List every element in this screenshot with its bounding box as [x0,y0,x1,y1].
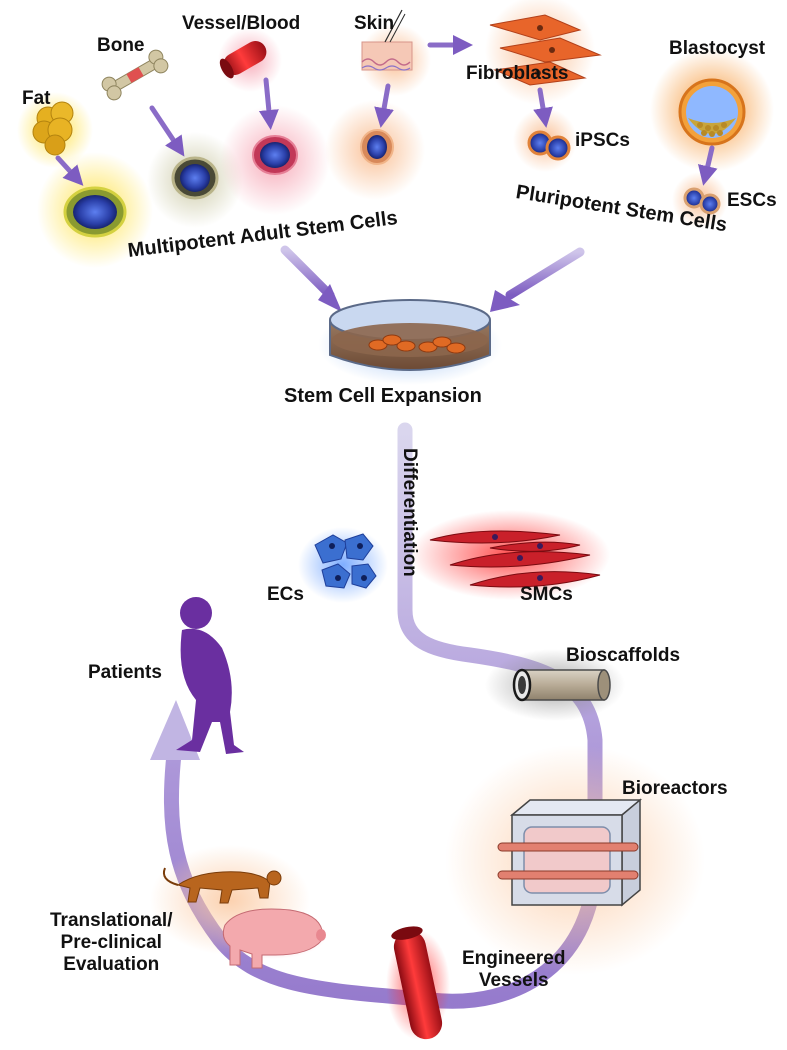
ipsc-cells [527,130,571,161]
adult-stem-cells [63,129,394,238]
skin-tissue [361,9,413,71]
monkey-silhouette [162,867,282,904]
label-vessel-blood: Vessel/Blood [182,13,301,34]
label-fat: Fat [22,88,51,109]
preclinical-animals [150,845,327,969]
label-bone: Bone [97,35,145,56]
label-differentiation: Differentiation [399,448,420,577]
blastocyst [678,78,746,146]
label-ipscs: iPSCs [575,130,630,151]
label-fibroblasts: Fibroblasts [466,63,569,84]
label-bioreactors: Bioreactors [622,778,728,799]
label-skin: Skin [354,13,395,34]
bioscaffold [485,649,625,721]
fibroblast-cells [489,14,602,86]
label-translational-preclinical-evaluation: Translational/ Pre-clinical Evaluation [50,910,173,975]
esc-cells [683,187,721,215]
petri-dish [318,299,502,385]
fat-tissue [32,101,74,156]
label-engineered-vessels: Engineered Vessels [462,948,566,991]
label-escs: ESCs [727,190,777,211]
label-smcs: SMCs [520,584,573,605]
pig-silhouette [217,908,327,969]
endothelial-cells [298,527,388,603]
blood-vessel-source [219,41,267,79]
convergence-arrows [280,245,585,312]
bioreactor [445,745,705,975]
label-blastocyst: Blastocyst [669,38,766,59]
label-patients: Patients [88,662,162,683]
label-ecs: ECs [267,584,304,605]
label-stem-cell-expansion: Stem Cell Expansion [284,385,482,407]
smooth-muscle-cells [410,510,610,600]
bone-tissue [101,49,169,101]
label-bioscaffolds: Bioscaffolds [566,645,681,666]
engineered-vessel [386,926,450,1040]
source-arrows [55,35,718,186]
patient-silhouette [176,597,244,754]
